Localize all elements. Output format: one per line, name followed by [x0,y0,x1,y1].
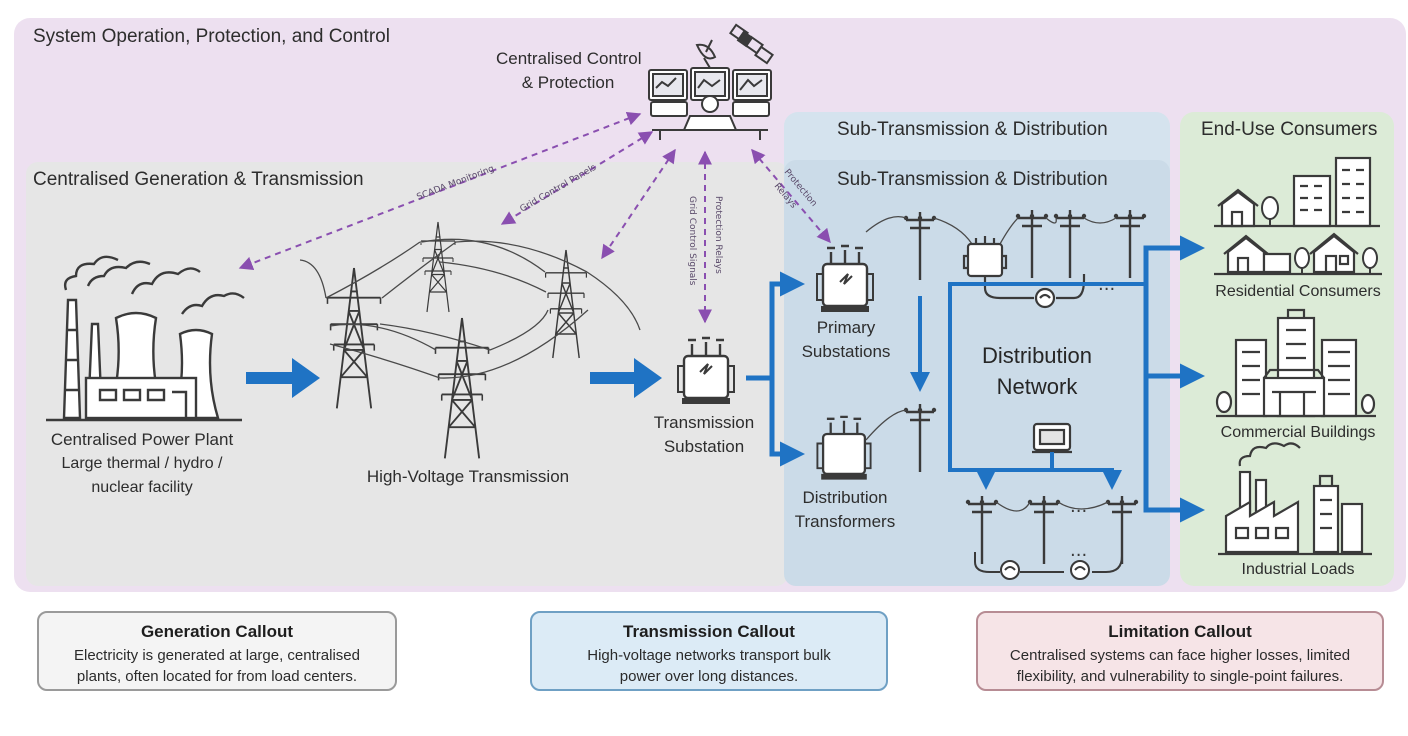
link-label-scada: SCADA Monitoring [415,164,495,203]
power-plant-icon [46,255,245,422]
satellite-icon [729,23,774,65]
dist-tx-line2: Transformers [794,512,896,531]
zone-sub-transmission-inner [784,160,1170,586]
trans-sub-line2: Substation [663,437,745,456]
control-room-icon [648,67,772,140]
trans-sub-label: Transmission Substation [636,411,772,459]
callout-transmission-title: Transmission Callout [623,622,795,641]
callout-generation-title: Generation Callout [140,622,294,641]
plant-title: Centralised Power Plant [50,430,234,449]
transformer-icon [815,244,875,481]
dist-tx-label: Distribution Transformers [784,486,906,534]
callout-limitation-title: Limitation Callout [1108,622,1252,641]
control-links [238,111,831,324]
callout-transmission-line1: High-voltage networks transport bulk [587,647,831,664]
distribution-lines [865,215,1117,512]
control-label-line1: Centralised Control [496,49,642,68]
callout-limitation-line1: Centralised systems can face higher loss… [1009,647,1351,664]
control-label: Centralised Control & Protection [496,47,642,95]
industrial-label: Industrial Loads [1241,561,1355,578]
power-lines [299,238,641,379]
ellipsis-low: ... [1070,540,1087,561]
callout-limitation: Limitation Callout Centralised systems c… [976,611,1384,691]
callout-generation-line2: plants, often located for from load cent… [76,668,358,685]
hv-label: High-Voltage Transmission [366,467,570,486]
network-line2: Network [996,374,1078,399]
plant-line2: Large thermal / hydro / [61,455,223,472]
dist-tx-line1: Distribution [802,488,888,507]
primary-line2: Substations [801,342,891,361]
lower-circuit [974,550,1123,580]
network-label: Distribution Network [966,340,1108,402]
flow-arrow-hv-to-sub [590,358,662,398]
satellite-dish-icon [695,39,718,69]
control-label-line2: & Protection [521,73,615,92]
callout-transmission: Transmission Callout High-voltage networ… [530,611,888,691]
primary-label: Primary Substations [790,316,902,364]
callout-transmission-line2: power over long distances. [619,668,799,685]
callout-generation: Generation Callout Electricity is genera… [37,611,397,691]
flow-split [746,271,805,467]
plant-line3: nuclear facility [91,479,193,496]
house-icon [1214,188,1382,276]
commercial-label: Commercial Buildings [1220,424,1376,441]
distribution-flows [910,282,1146,490]
flow-arrow-gen-to-hv [246,358,320,398]
consumer-flows [1143,235,1205,523]
tree-icon [1261,196,1378,274]
distribution-transformer-top [962,236,1086,309]
ellipsis-mid: ... [1070,496,1087,517]
link-label-signals-2: Protection Relays [713,196,723,274]
commercial-buildings-icon [1215,308,1376,418]
pad-transformer [1032,422,1072,454]
substation-icon [676,336,736,406]
link-label-signals-1: Grid Control Signals [687,196,697,286]
link-label-grid: Grid Control Panels [519,163,599,215]
network-line1: Distribution [981,343,1093,368]
zone-title-end-use: End-Use Consumers [1201,119,1378,140]
factory-icon [1218,442,1372,556]
trans-sub-line1: Transmission [653,413,755,432]
callout-generation-line1: Electricity is generated at large, centr… [74,647,360,664]
zone-title-sub-inner: Sub-Transmission & Distribution [837,169,1108,190]
zone-title-sub-outer: Sub-Transmission & Distribution [837,119,1108,140]
ellipsis-top: ... [1098,274,1115,295]
zone-title-system: System Operation, Protection, and Contro… [33,26,390,47]
callout-limitation-line2: flexibility, and vulnerability to single… [1016,668,1344,685]
residential-label: Residential Consumers [1215,283,1381,300]
primary-line1: Primary [816,318,876,337]
office-building-icon [1214,156,1380,228]
plant-label: Centralised Power Plant Large thermal / … [30,428,254,500]
